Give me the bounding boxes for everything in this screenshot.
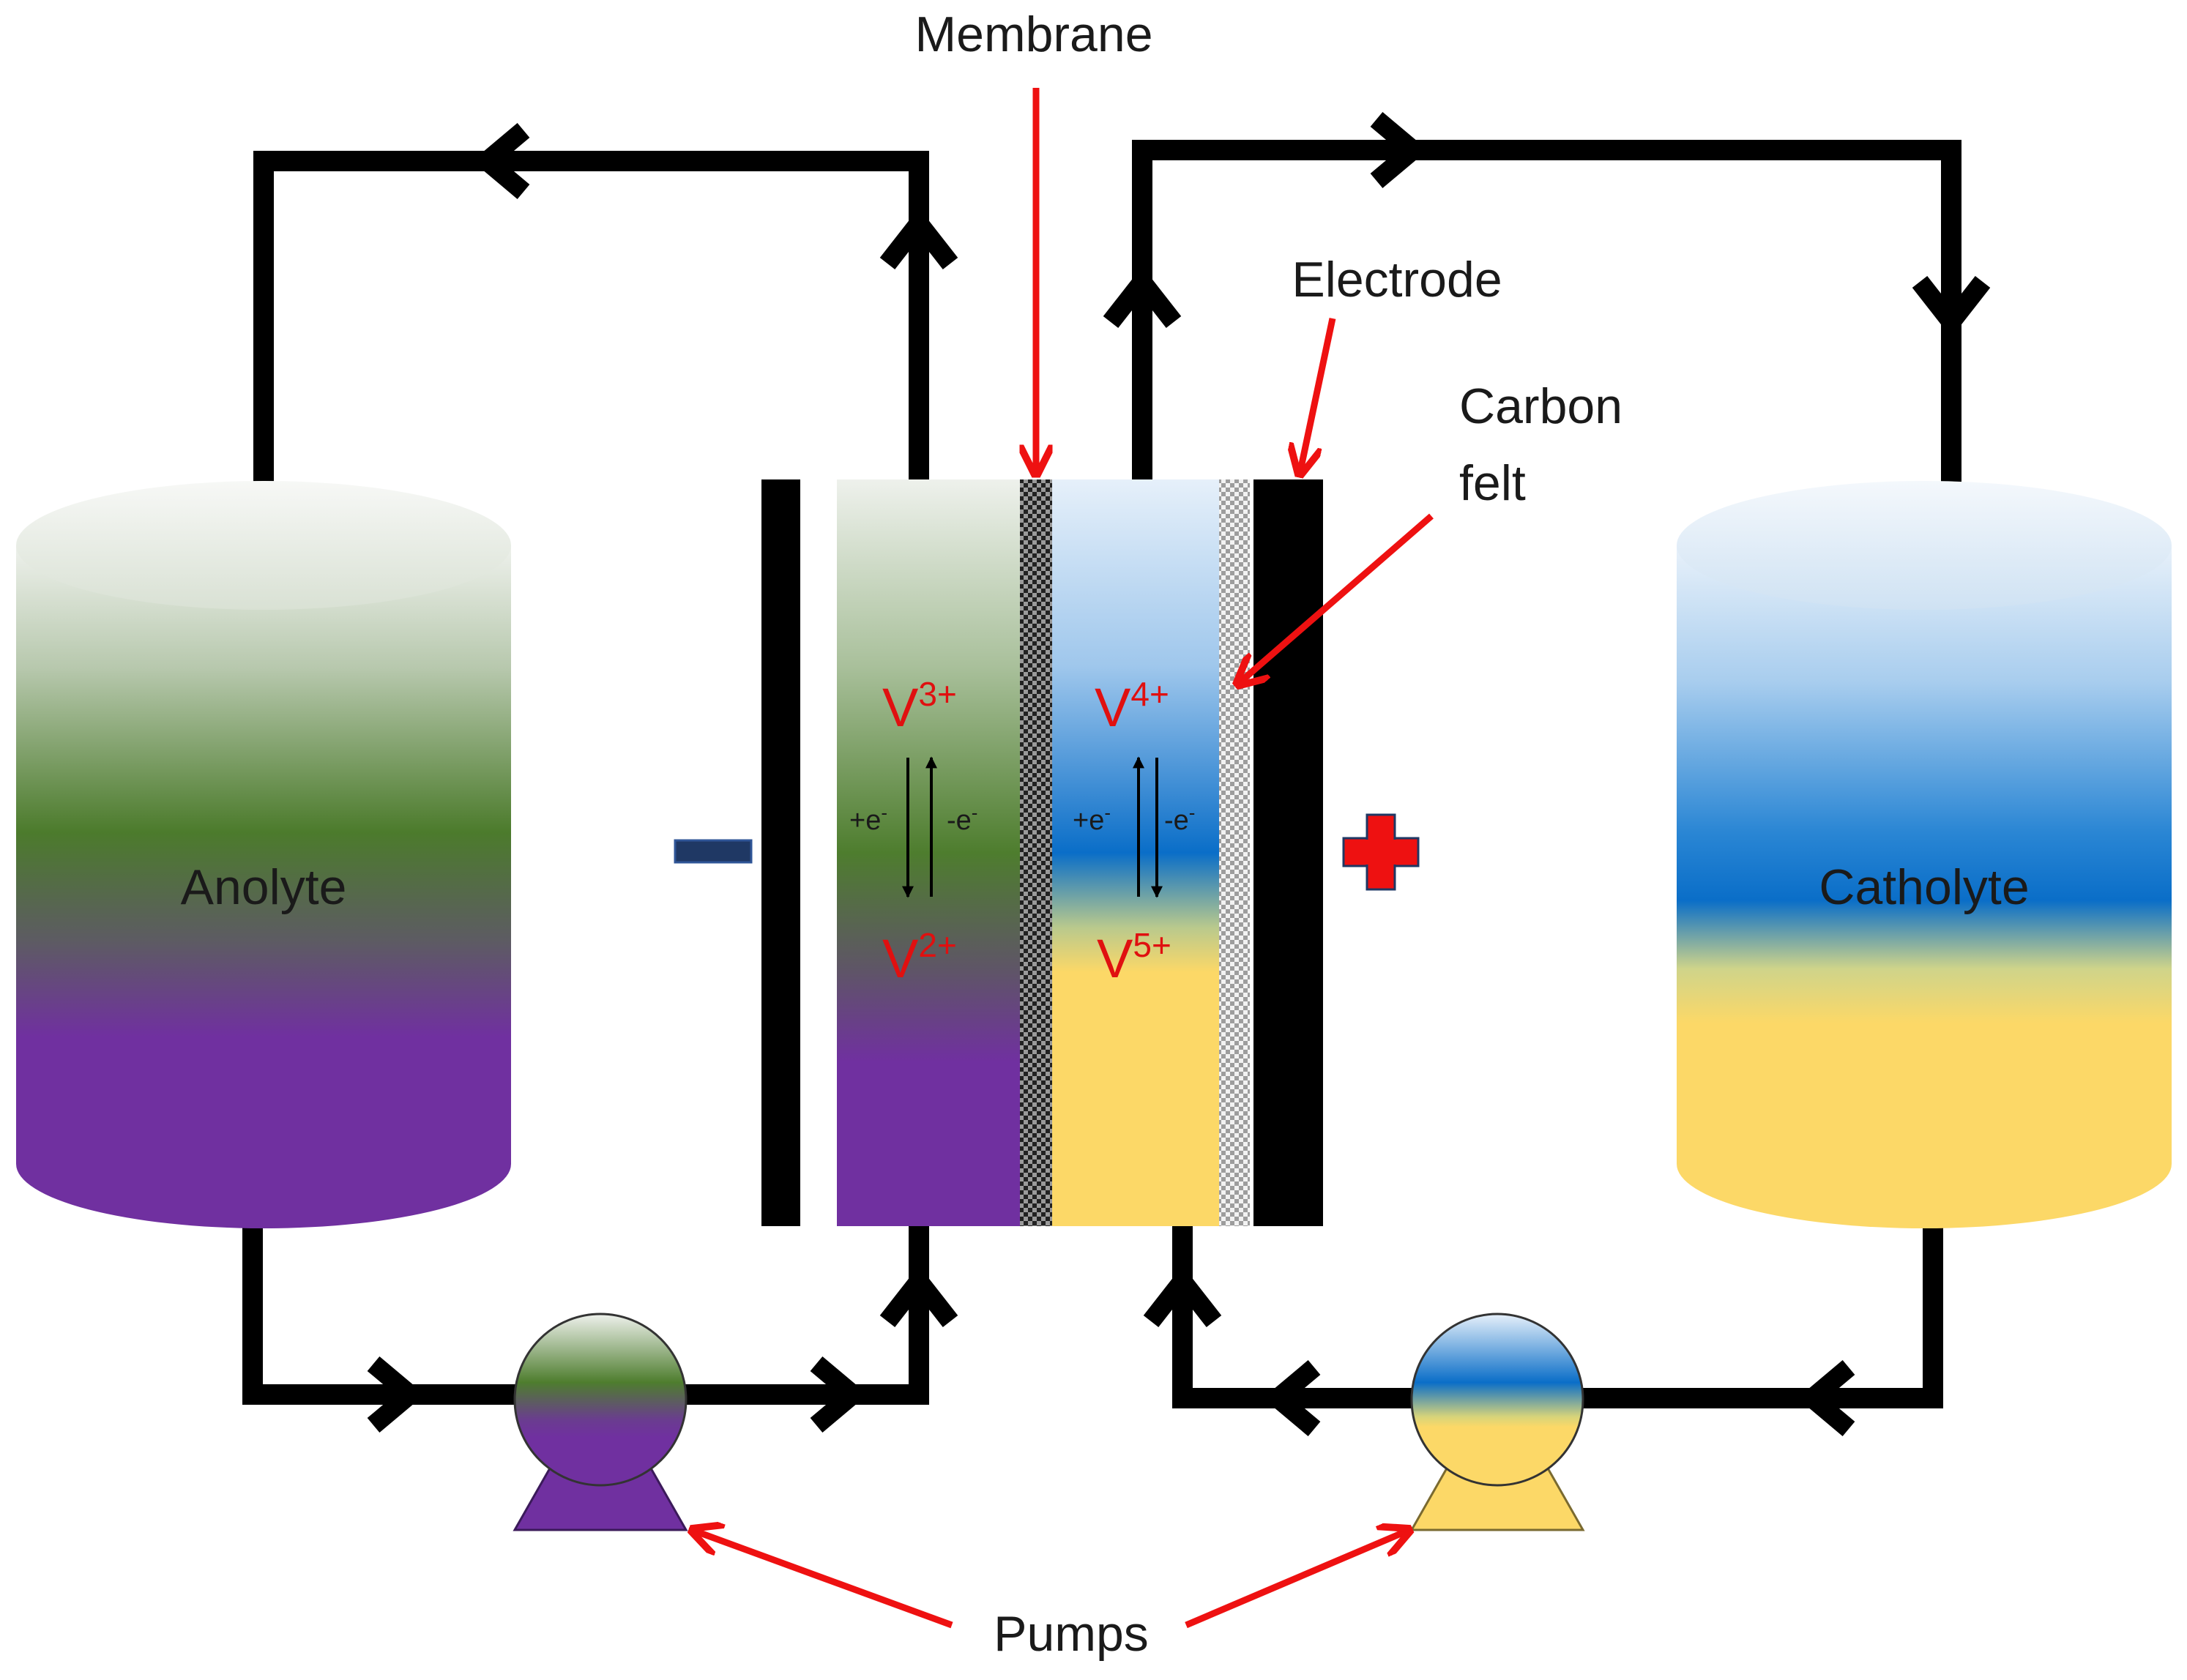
catholyte-label: Catholyte [1819, 859, 2029, 915]
positive-half-cell [1052, 479, 1219, 1226]
electron-loss-positive-sup: - [1189, 802, 1196, 824]
electron-gain-negative: +e- [849, 802, 887, 836]
electron-gain-positive-base: +e [1073, 805, 1104, 836]
anolyte-label: Anolyte [181, 859, 347, 915]
flow-arrow-right-up [1103, 266, 1182, 329]
flow-arrow-left-bottom-2 [810, 1356, 868, 1433]
flow-arrow-right-bottom-2 [1797, 1360, 1855, 1436]
electron-loss-positive: -e- [1164, 802, 1195, 836]
flow-arrow-left-bottom-up [879, 1265, 958, 1328]
carbon-felt-label-line1: Carbon [1459, 378, 1622, 434]
catholyte-return-pipe [1132, 140, 1961, 498]
carbon-felt-label-line2: felt [1459, 455, 1526, 511]
ion-v4-label: V4+ [1095, 675, 1169, 738]
negative-electrode-plate [761, 479, 800, 1226]
flow-arrow-right-down [1912, 275, 1991, 338]
electron-gain-negative-sup: - [881, 802, 887, 824]
redox-arrows-positive [1133, 756, 1163, 898]
ion-v5-charge: 5+ [1133, 926, 1171, 964]
positive-electrode-plate [1253, 479, 1323, 1226]
ion-v2-charge: 2+ [918, 926, 956, 964]
ion-v5-label: V5+ [1097, 926, 1171, 989]
negative-sign [674, 839, 753, 864]
flow-arrow-right-bottom-up [1143, 1265, 1222, 1328]
ion-v2-label: V2+ [882, 926, 957, 989]
annotation-arrows [692, 88, 1434, 1629]
pump-left-pointer [692, 1530, 953, 1629]
membrane [1020, 479, 1052, 1226]
pumps-label: Pumps [994, 1606, 1149, 1662]
flow-cell [761, 479, 1323, 1226]
electron-gain-positive: +e- [1073, 802, 1111, 836]
carbon-felt-pointer [1237, 513, 1434, 684]
ion-v3-base: V [882, 677, 919, 738]
ion-v5-base: V [1097, 928, 1133, 989]
flow-arrow-left-up [879, 207, 958, 270]
negative-half-cell [837, 479, 1020, 1226]
carbon-felt [1219, 479, 1250, 1226]
ion-v3-label: V3+ [882, 675, 957, 738]
catholyte-pump [1409, 1313, 1585, 1531]
electron-loss-negative-sup: - [972, 802, 978, 824]
redox-arrows-negative [902, 756, 937, 898]
pump-right-pointer [1185, 1530, 1409, 1629]
positive-sign [1342, 813, 1420, 891]
electron-loss-negative: -e- [947, 802, 977, 836]
electron-gain-positive-sup: - [1104, 802, 1111, 824]
electron-loss-negative-base: -e [947, 805, 972, 836]
anolyte-tank [16, 481, 511, 1228]
flow-arrow-left-bottom-1 [367, 1356, 425, 1433]
electrode-label: Electrode [1292, 252, 1502, 307]
electron-loss-positive-base: -e [1164, 805, 1189, 836]
electron-gain-negative-base: +e [849, 805, 881, 836]
ion-v2-base: V [882, 928, 919, 989]
anolyte-pump [513, 1313, 688, 1531]
membrane-label: Membrane [914, 7, 1152, 62]
flow-arrows [367, 112, 1991, 1436]
ion-v3-charge: 3+ [918, 675, 956, 713]
ion-v4-charge: 4+ [1130, 675, 1169, 713]
electrode-pointer [1300, 318, 1336, 474]
flow-arrow-left-top [472, 123, 530, 199]
ion-v4-base: V [1095, 677, 1131, 738]
flow-arrow-right-bottom-1 [1262, 1360, 1321, 1436]
catholyte-tank [1677, 481, 2172, 1228]
flow-arrow-right-top [1370, 112, 1428, 188]
anolyte-return-pipe [253, 151, 929, 498]
